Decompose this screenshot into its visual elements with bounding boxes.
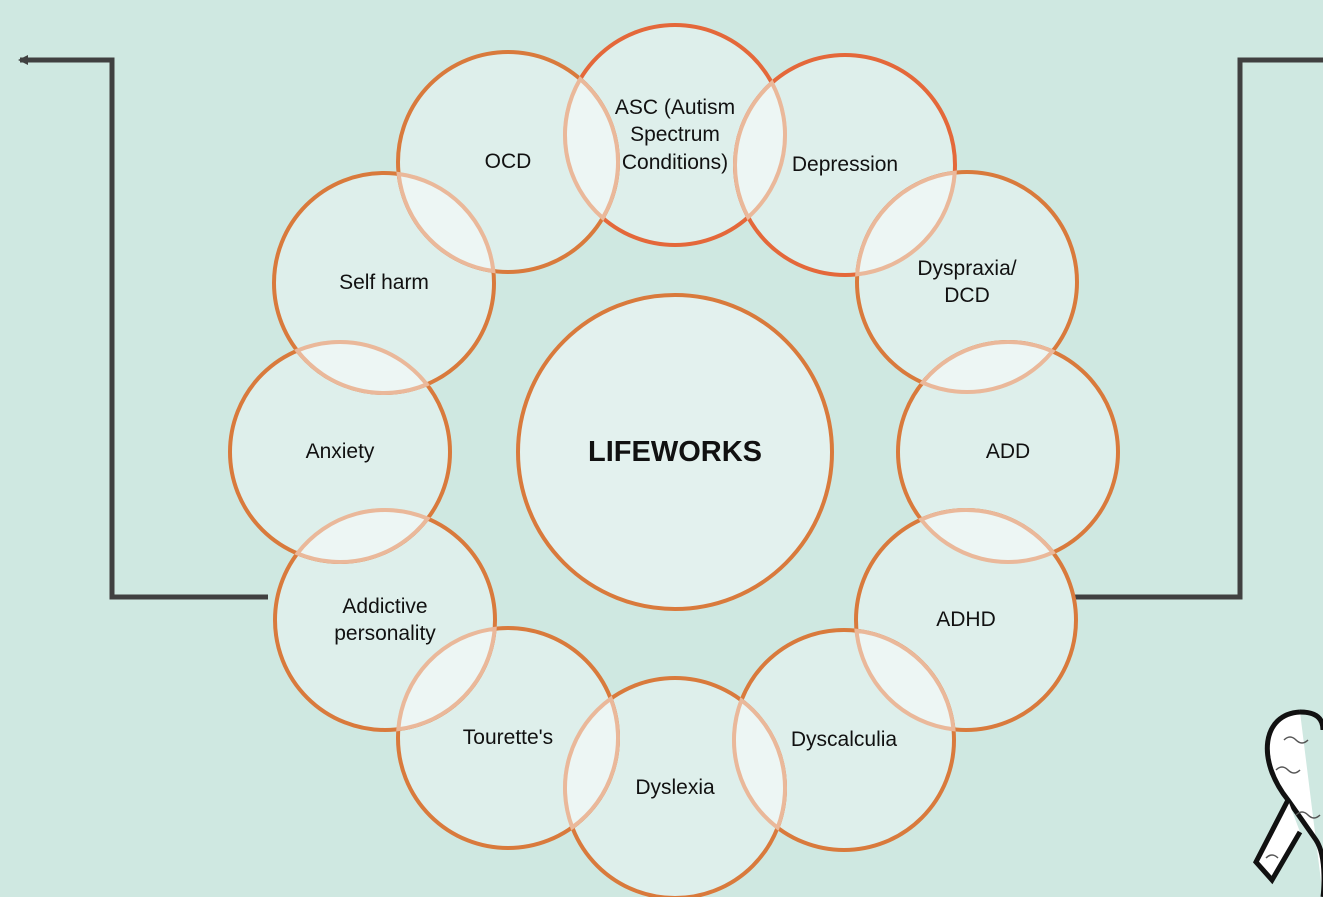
center-circle xyxy=(516,293,834,611)
center-label: LIFEWORKS xyxy=(588,435,762,468)
overlap-lens xyxy=(396,171,496,274)
overlap-lens xyxy=(854,628,956,732)
overlap-lens xyxy=(919,340,1056,394)
overlap-lens xyxy=(855,170,957,277)
left-return-arrow xyxy=(18,55,268,600)
overlap-lens xyxy=(733,79,787,221)
overlap-lens xyxy=(396,626,497,732)
overlap-lens xyxy=(732,697,787,831)
overlap-lens xyxy=(918,508,1056,564)
right-return-arrow xyxy=(1072,57,1323,600)
awareness-ribbon-icon xyxy=(1252,709,1323,897)
overlap-lens xyxy=(563,695,620,831)
overlap-lens xyxy=(294,340,430,395)
overlap-lens xyxy=(294,508,431,564)
overlap-lens xyxy=(563,75,620,222)
